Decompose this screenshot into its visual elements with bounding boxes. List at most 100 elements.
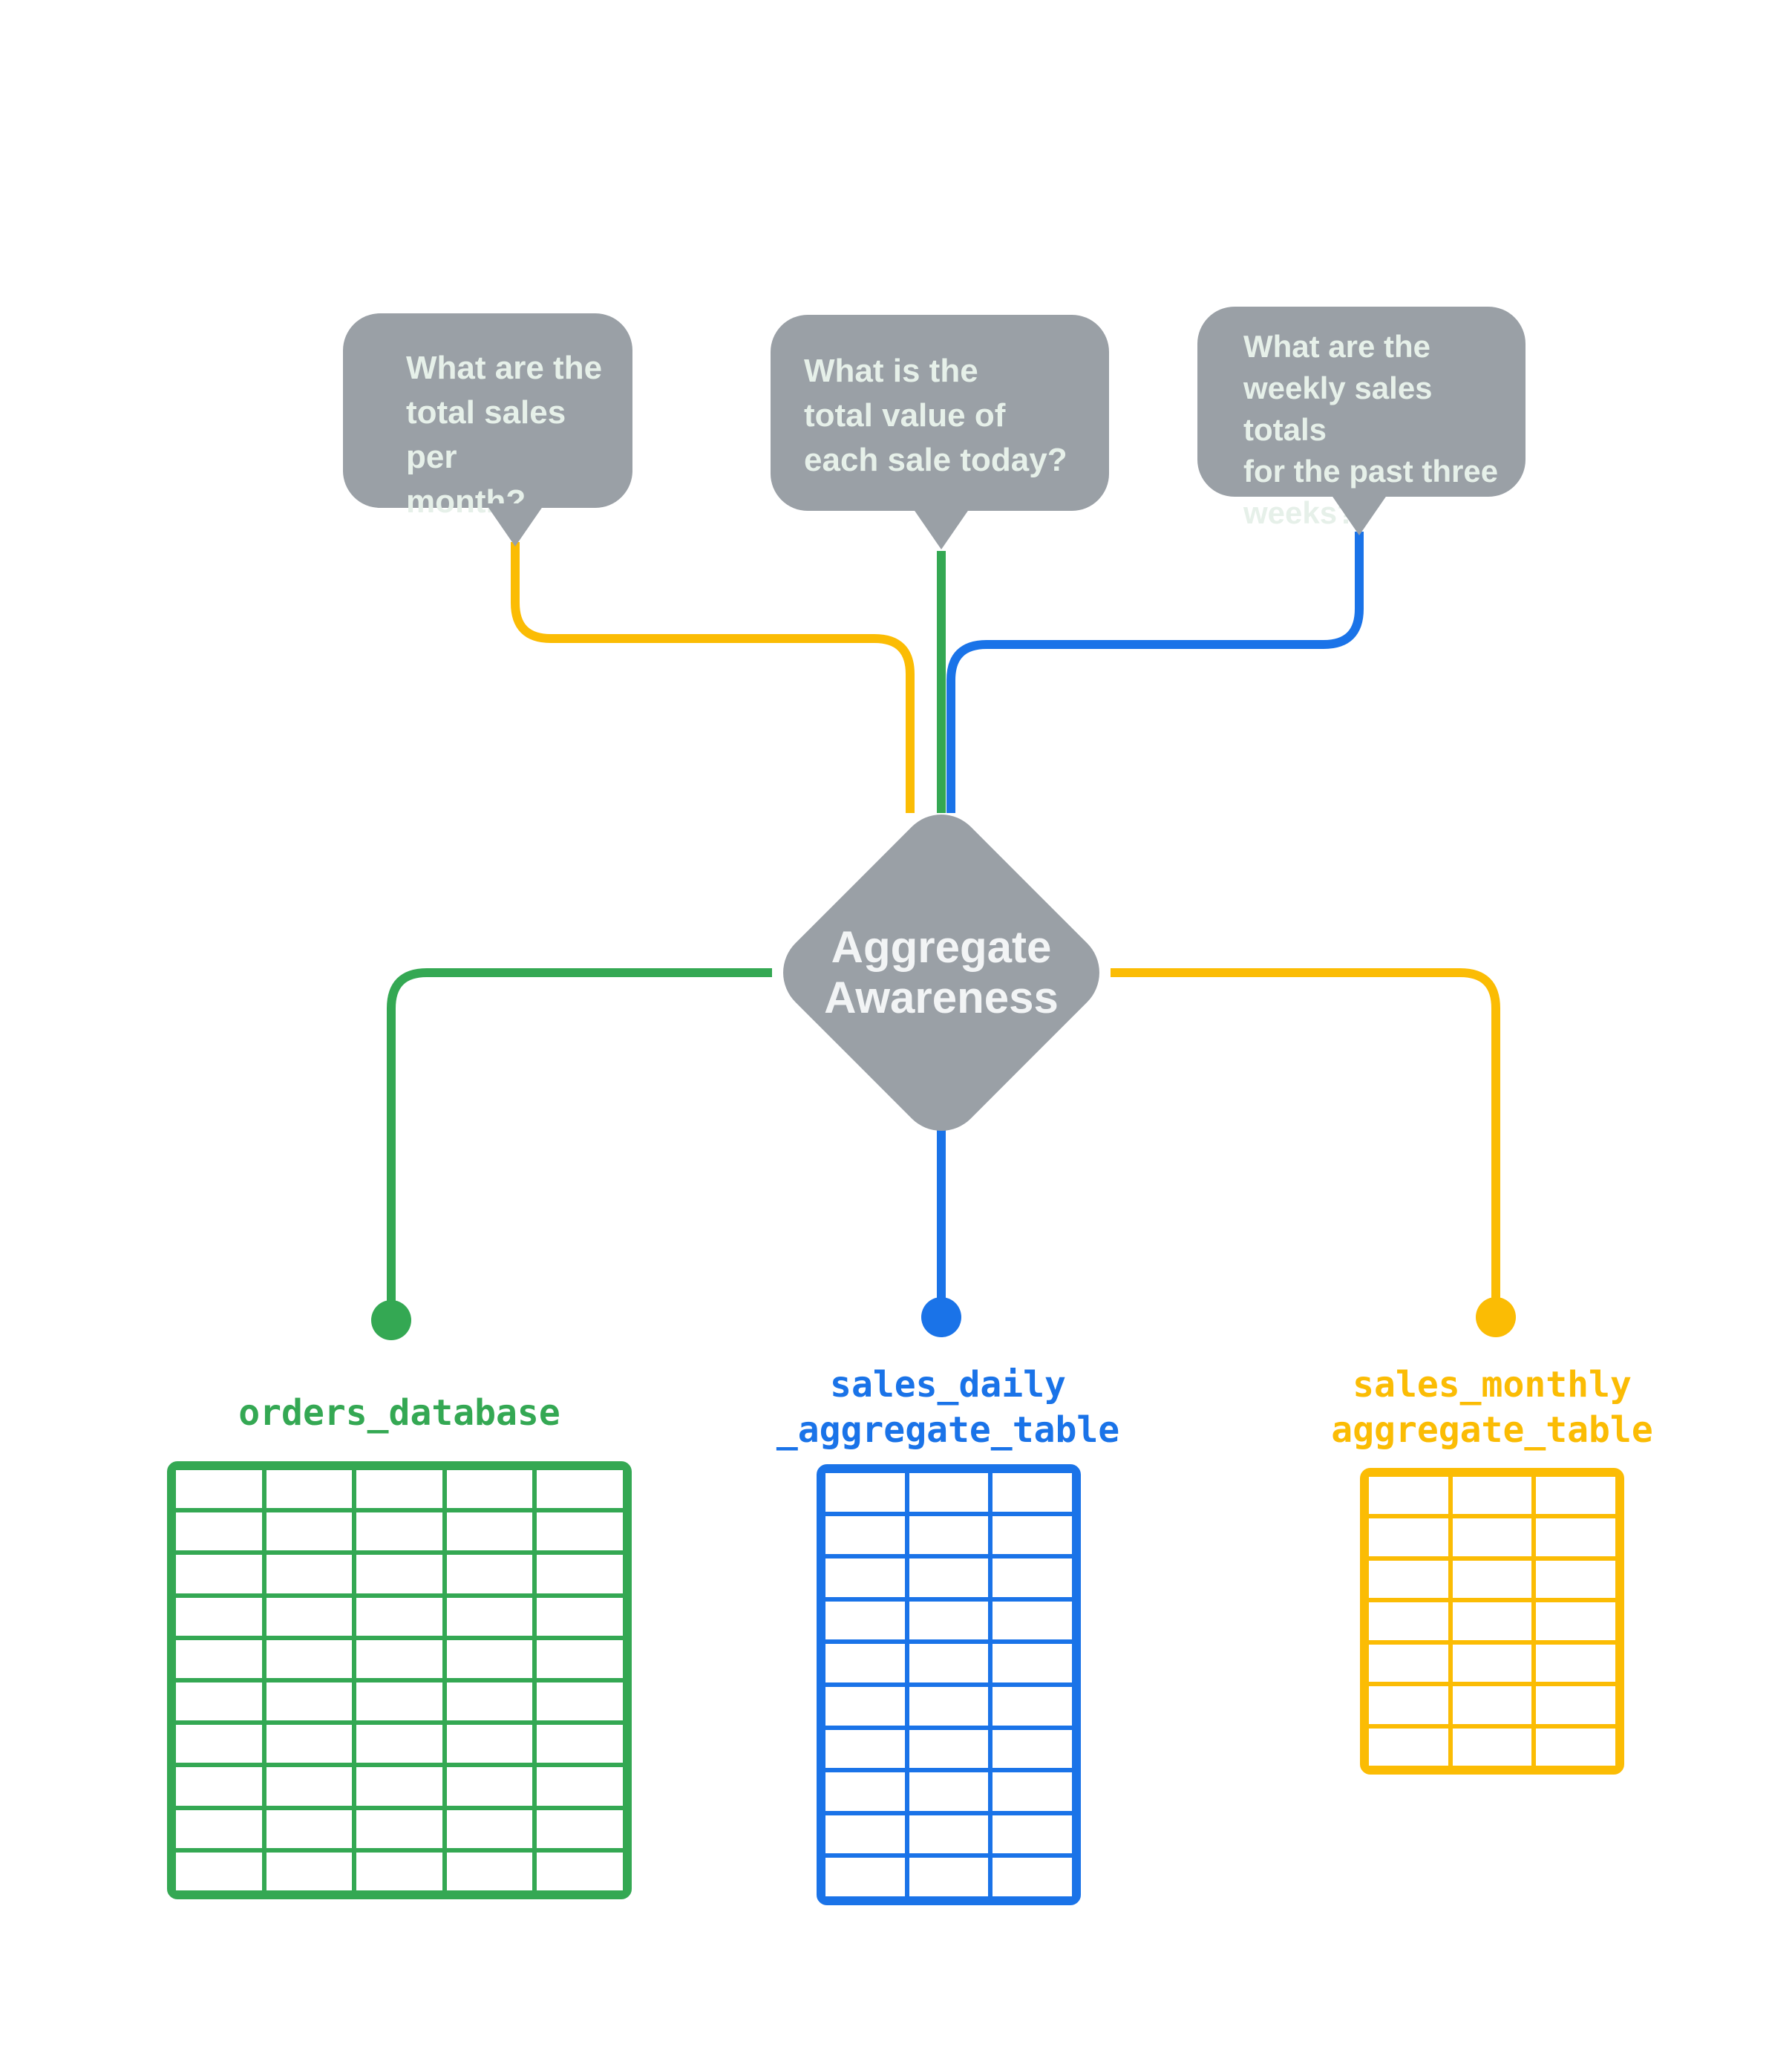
bubble-tail — [1330, 492, 1389, 535]
table-cell — [537, 1767, 623, 1806]
table-cell — [993, 1515, 1072, 1555]
query-bubble-text: What are the weekly sales totals for the… — [1243, 329, 1499, 530]
table-cell — [446, 1555, 533, 1593]
table-cell — [993, 1601, 1072, 1640]
table-cell — [446, 1852, 533, 1890]
table-cell — [176, 1597, 262, 1636]
table-cell — [909, 1601, 989, 1640]
query-bubble-monthly-sales: What are the total sales per month? — [343, 313, 632, 546]
table-cell — [176, 1555, 262, 1593]
table-cell — [993, 1686, 1072, 1726]
table-cell — [825, 1515, 905, 1555]
table-cell — [993, 1729, 1072, 1769]
table-cell — [909, 1473, 989, 1512]
table-cell — [176, 1682, 262, 1721]
table-cell — [909, 1686, 989, 1726]
table-cell — [537, 1470, 623, 1509]
table-cell — [446, 1682, 533, 1721]
table-cell — [446, 1597, 533, 1636]
table-cell — [909, 1729, 989, 1769]
sales-daily-aggregate-table-label: sales_daily _aggregate_table — [776, 1364, 1120, 1451]
table-cell — [1536, 1728, 1615, 1766]
table-cell — [356, 1767, 442, 1806]
table-cell — [825, 1858, 905, 1896]
table-cell — [1452, 1477, 1532, 1515]
table-cell — [176, 1767, 262, 1806]
table-cell — [993, 1473, 1072, 1512]
table-cell — [825, 1601, 905, 1640]
table-cell — [266, 1512, 353, 1551]
table-cell — [537, 1682, 623, 1721]
table-cell — [1452, 1518, 1532, 1556]
table-cell — [537, 1809, 623, 1848]
table-cell — [176, 1639, 262, 1678]
table-cell — [1452, 1686, 1532, 1724]
table-cell — [1536, 1686, 1615, 1724]
table-cell — [909, 1515, 989, 1555]
table-cell — [356, 1852, 442, 1890]
query-bubble-weekly-sales: What are the weekly sales totals for the… — [1197, 307, 1526, 535]
table-cell — [356, 1809, 442, 1848]
table-cell — [909, 1772, 989, 1811]
table-cell — [537, 1639, 623, 1678]
table-cell — [446, 1512, 533, 1551]
table-cell — [537, 1555, 623, 1593]
table-cell — [1452, 1644, 1532, 1682]
table-cell — [825, 1772, 905, 1811]
table-cell — [1452, 1602, 1532, 1640]
table-cell — [825, 1473, 905, 1512]
table-cell — [266, 1809, 353, 1848]
table-cell — [266, 1852, 353, 1890]
table-cell — [1369, 1560, 1448, 1599]
monthly-route-line — [1111, 968, 1500, 1301]
table-cell — [1536, 1602, 1615, 1640]
table-cell — [1536, 1644, 1615, 1682]
table-cell — [909, 1858, 989, 1896]
table-cell — [537, 1725, 623, 1763]
table-cell — [825, 1815, 905, 1854]
table-cell — [446, 1767, 533, 1806]
query-bubble-text: What is the total value of each sale tod… — [804, 353, 1067, 478]
table-cell — [825, 1644, 905, 1682]
table-cell — [909, 1558, 989, 1597]
table-cell — [446, 1725, 533, 1763]
sales-daily-aggregate-grid — [817, 1464, 1081, 1905]
table-cell — [537, 1512, 623, 1551]
table-cell — [537, 1852, 623, 1890]
table-cell — [825, 1686, 905, 1726]
query-bubble-text: What are the total sales per month? — [406, 350, 603, 520]
bubble-tail — [912, 506, 971, 549]
table-cell — [176, 1852, 262, 1890]
table-cell — [1536, 1518, 1615, 1556]
table-cell — [266, 1470, 353, 1509]
table-cell — [825, 1729, 905, 1769]
sales-monthly-aggregate-table-label: sales_monthly aggregate_table — [1331, 1364, 1653, 1451]
table-cell — [356, 1639, 442, 1678]
table-cell — [1369, 1728, 1448, 1766]
orders-route-line — [387, 968, 772, 1303]
weekly-query-line — [946, 532, 1364, 813]
sales-monthly-aggregate-grid — [1360, 1468, 1624, 1775]
table-cell — [446, 1639, 533, 1678]
diamond-label: Aggregate Awareness — [824, 922, 1059, 1022]
table-cell — [1369, 1602, 1448, 1640]
table-cell — [909, 1644, 989, 1682]
table-cell — [993, 1815, 1072, 1854]
table-cell — [1369, 1644, 1448, 1682]
table-cell — [1369, 1518, 1448, 1556]
table-cell — [266, 1555, 353, 1593]
table-cell — [266, 1682, 353, 1721]
table-cell — [356, 1597, 442, 1636]
table-cell — [266, 1725, 353, 1763]
table-cell — [1536, 1477, 1615, 1515]
table-cell — [176, 1512, 262, 1551]
monthly-query-line — [511, 542, 915, 813]
orders-endpoint-dot — [371, 1300, 411, 1340]
query-bubble-daily-sales: What is the total value of each sale tod… — [771, 315, 1109, 549]
table-cell — [1369, 1686, 1448, 1724]
daily-endpoint-dot — [921, 1297, 961, 1337]
table-cell — [537, 1597, 623, 1636]
table-cell — [1536, 1560, 1615, 1599]
